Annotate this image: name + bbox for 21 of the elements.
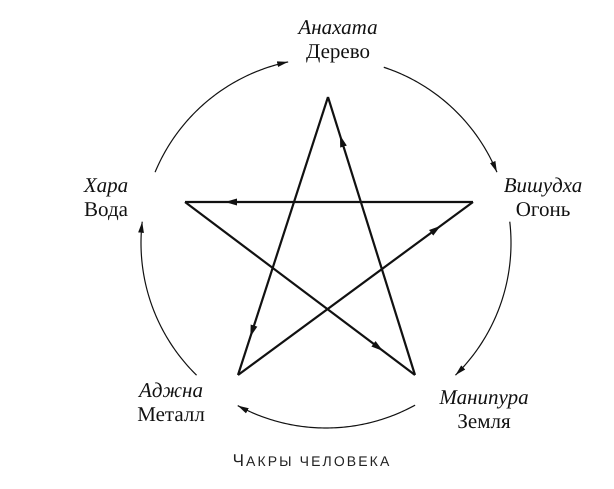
caption: ЧАКРЫ ЧЕЛОВЕКА [232, 452, 392, 470]
arrow [236, 96, 330, 376]
element-name: Дерево [306, 39, 370, 63]
chakra-name: Вишудха [504, 173, 582, 197]
curved-arrow [455, 222, 512, 376]
arrow [184, 201, 416, 376]
arrow [326, 96, 416, 376]
curved-arrow [138, 222, 197, 376]
arrow [185, 198, 473, 206]
curved-arrow [154, 61, 288, 172]
element-name: Вода [84, 197, 128, 221]
curved-arrow [237, 404, 416, 429]
arrow [237, 201, 474, 376]
chakra-name: Манипура [439, 385, 529, 409]
element-name: Земля [457, 409, 511, 433]
element-name: Огонь [516, 197, 570, 221]
chakra-name: Анахата [298, 15, 378, 39]
chakra-name: Аджна [139, 378, 203, 402]
curved-arrow [384, 66, 498, 172]
element-name: Металл [137, 402, 205, 426]
chakra-name: Хара [84, 173, 128, 197]
